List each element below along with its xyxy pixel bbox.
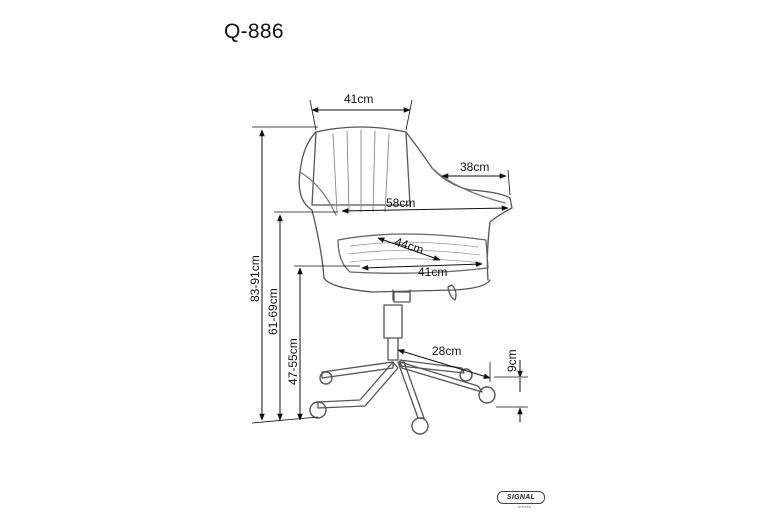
brand-logo: SIGNAL xyxy=(497,491,545,504)
label-seat-width: 41cm xyxy=(418,265,447,279)
right-armrest xyxy=(405,131,513,281)
label-base-radius: 28cm xyxy=(432,344,461,358)
brand-logo-sub: meble xyxy=(518,504,532,509)
label-seat-height: 47-55cm xyxy=(286,338,300,385)
star-base xyxy=(317,359,483,419)
left-armrest xyxy=(298,131,325,279)
backrest xyxy=(311,126,411,206)
label-caster-height: 9cm xyxy=(505,349,519,372)
seat-cushion xyxy=(337,233,489,274)
chair-outline xyxy=(298,126,513,435)
seat-shell xyxy=(323,277,491,293)
product-title: Q-886 xyxy=(224,20,284,43)
label-seat-depth: 44cm xyxy=(393,235,425,257)
height-lever xyxy=(447,284,457,301)
label-armrest-height: 61-69cm xyxy=(266,288,280,335)
label-back-width: 41cm xyxy=(344,92,373,106)
label-armrest-depth: 38cm xyxy=(460,160,489,174)
backrest-stitching xyxy=(332,129,390,213)
label-overall-width: 58cm xyxy=(386,196,415,210)
label-total-height: 83-91cm xyxy=(248,255,262,302)
